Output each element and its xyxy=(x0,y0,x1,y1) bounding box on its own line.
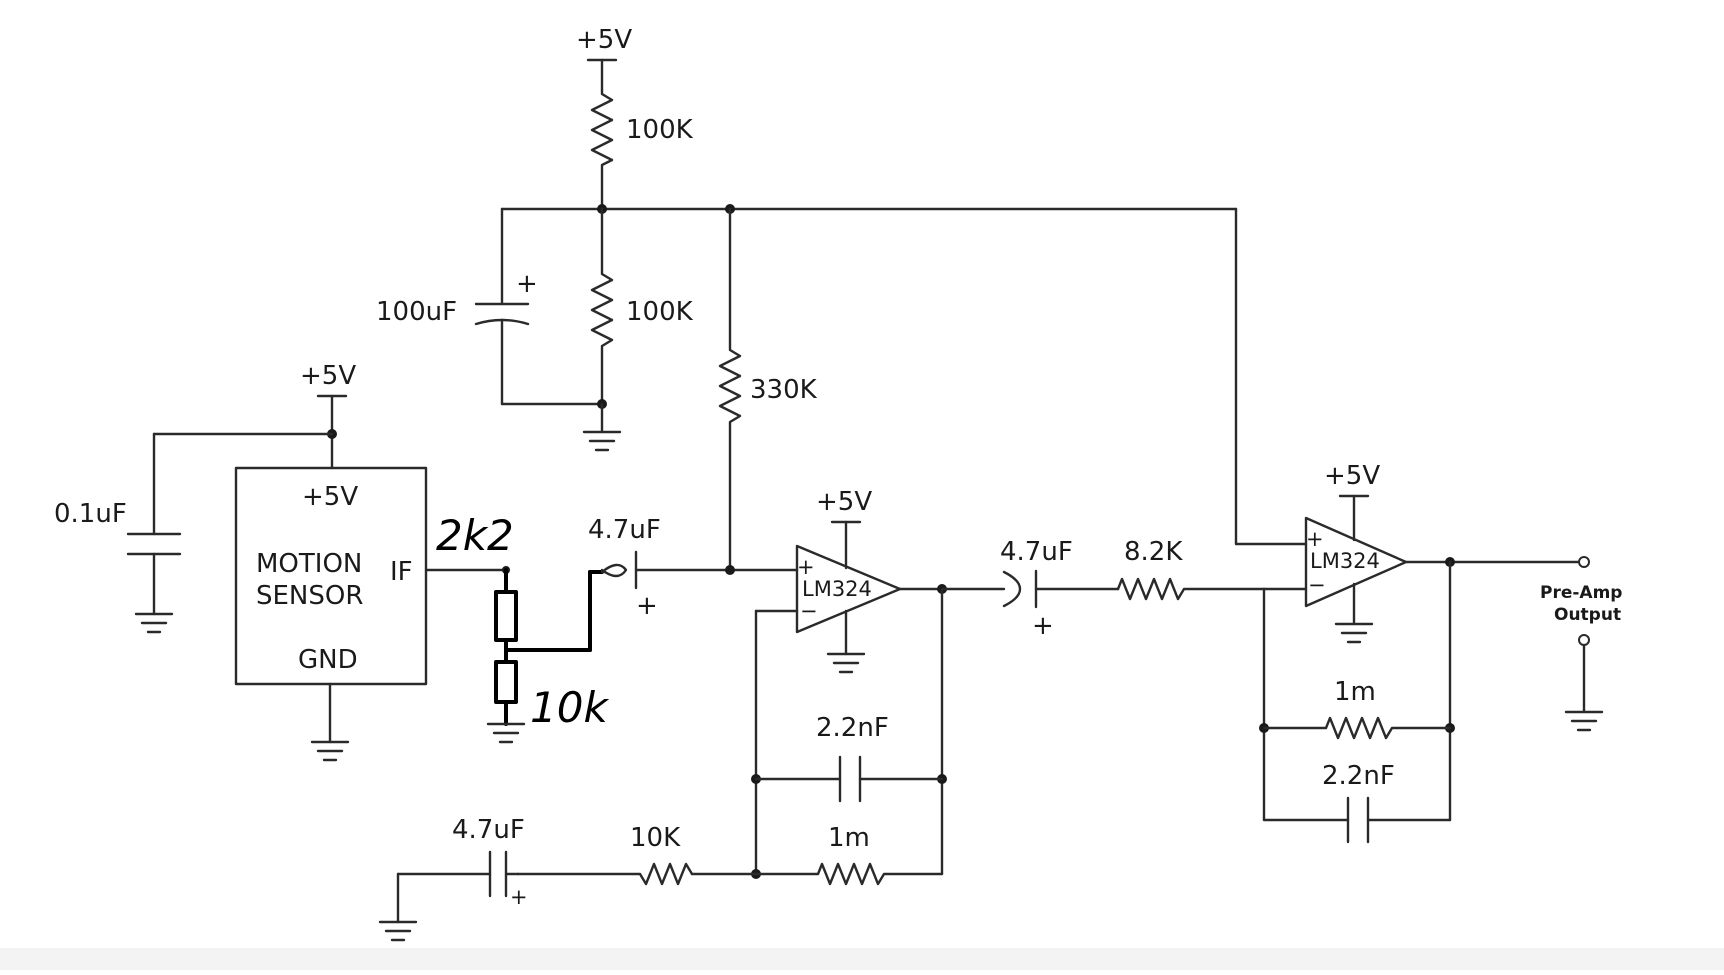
capacitor-4-7uf-input2-label: 4.7uF xyxy=(1000,537,1073,567)
resistor-330k-label: 330K xyxy=(750,375,818,405)
resistor-330k xyxy=(718,207,742,572)
capacitor-100uf-polarity: + xyxy=(516,269,538,299)
opamp-1 xyxy=(795,520,947,674)
resistor-1m-fb2-label: 1m xyxy=(1334,677,1376,707)
capacitor-0-1uf-label: 0.1uF xyxy=(54,499,127,529)
sensor-pin-vcc-label: +5V xyxy=(302,482,358,512)
capacitor-4-7uf-input1-label: 4.7uF xyxy=(588,515,661,545)
sensor-name-line2: SENSOR xyxy=(256,581,363,611)
capacitor-4-7uf-input2 xyxy=(940,569,1120,609)
resistor-8-2k-label: 8.2K xyxy=(1124,537,1183,567)
resistor-100k-bias-label: 100K xyxy=(626,297,694,327)
feedback-network-1 xyxy=(751,587,947,886)
resistor-8-2k xyxy=(1116,577,1266,601)
capacitor-100uf xyxy=(474,207,607,409)
resistor-100k-bias xyxy=(590,207,614,406)
opamp-2-plus: + xyxy=(1306,527,1324,551)
vcc-top-label: +5V xyxy=(576,25,632,55)
opamp-2-minus: − xyxy=(1308,573,1326,597)
sensor-name-line1: MOTION xyxy=(256,549,362,579)
output-label-line1: Pre-Amp xyxy=(1540,583,1622,603)
output-label-line2: Output xyxy=(1554,605,1621,625)
capacitor-0-1uf xyxy=(126,432,334,634)
resistor-10k-gnd1-label: 10K xyxy=(630,823,681,853)
feedback-network-2 xyxy=(1259,560,1455,844)
capacitor-4-7uf-gnd1-polarity: + xyxy=(510,885,528,909)
output-terminals xyxy=(1564,556,1604,732)
opamp-1-plus: + xyxy=(797,555,815,579)
opamp-2-name: LM324 xyxy=(1310,549,1380,573)
hand-drawn-divider xyxy=(486,566,604,744)
opamp-2 xyxy=(1262,494,1580,644)
sensor-pin-gnd-label: GND xyxy=(298,645,358,675)
ground-bias xyxy=(582,402,622,452)
vcc-sensor-label: +5V xyxy=(300,361,356,391)
resistor-100k-top xyxy=(590,88,614,211)
vcc-symbol-sensor xyxy=(316,394,348,470)
capacitor-4-7uf-input1-polarity: + xyxy=(636,591,658,621)
ground-sensor xyxy=(310,682,350,762)
opamp-1-vcc-label: +5V xyxy=(816,487,872,517)
bottom-strip xyxy=(0,948,1724,970)
vcc-symbol-top xyxy=(586,58,618,92)
sensor-pin-if-label: IF xyxy=(390,557,413,587)
gain-set-network-1 xyxy=(378,850,758,942)
hand-label-2k2: 2k2 xyxy=(436,511,514,560)
capacitor-4-7uf-gnd1-label: 4.7uF xyxy=(452,815,525,845)
resistor-1m-fb1-label: 1m xyxy=(828,823,870,853)
opamp-2-vcc-label: +5V xyxy=(1324,461,1380,491)
bias-rail xyxy=(500,204,1308,546)
opamp-1-name: LM324 xyxy=(802,577,872,601)
hand-label-10k: 10k xyxy=(530,683,609,732)
capacitor-4-7uf-input2-polarity: + xyxy=(1032,611,1054,641)
capacitor-100uf-label: 100uF xyxy=(376,297,457,327)
opamp-1-minus: − xyxy=(800,599,818,623)
capacitor-2-2nf-fb1-label: 2.2nF xyxy=(816,713,889,743)
resistor-100k-top-label: 100K xyxy=(626,115,694,145)
capacitor-2-2nf-fb2-label: 2.2nF xyxy=(1322,761,1395,791)
capacitor-4-7uf-input1 xyxy=(600,550,799,590)
